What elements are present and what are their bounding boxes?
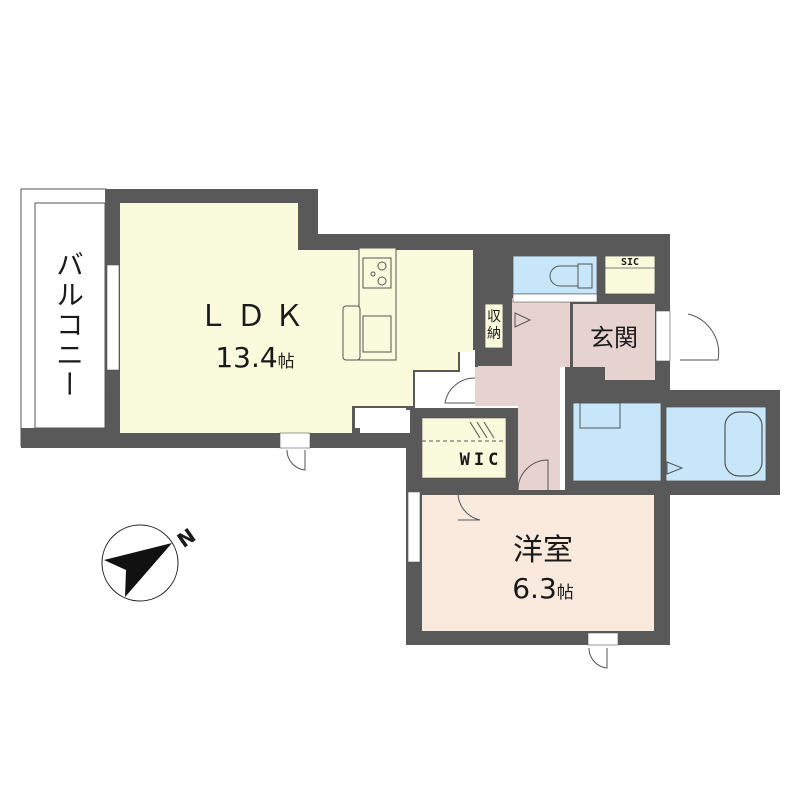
entrance-floor <box>573 304 655 380</box>
ldk-label: ＬＤＫ <box>198 299 312 334</box>
western-room-floor <box>422 495 654 631</box>
storage-label: 収納 <box>487 309 501 342</box>
entrance-label: 玄関 <box>590 324 638 352</box>
wic-label: WIC <box>459 450 503 470</box>
balcony-label: バルコニー <box>52 250 85 400</box>
wic-floor <box>421 417 507 479</box>
shoe-closet <box>604 255 656 295</box>
kitchen-counter <box>342 247 397 361</box>
storage-closet <box>484 303 504 349</box>
western-room-size: 6.3帖 <box>512 572 574 605</box>
compass-icon <box>101 524 179 602</box>
doors <box>286 313 720 669</box>
hallway-floor <box>475 298 570 490</box>
bathroom-floor <box>665 406 767 482</box>
shoe-closet-label: SIC <box>620 257 640 268</box>
ldk-size: 13.4帖 <box>215 341 295 374</box>
western-room-label: 洋室 <box>513 533 573 568</box>
balcony <box>20 188 107 447</box>
washroom-floor <box>572 402 662 482</box>
